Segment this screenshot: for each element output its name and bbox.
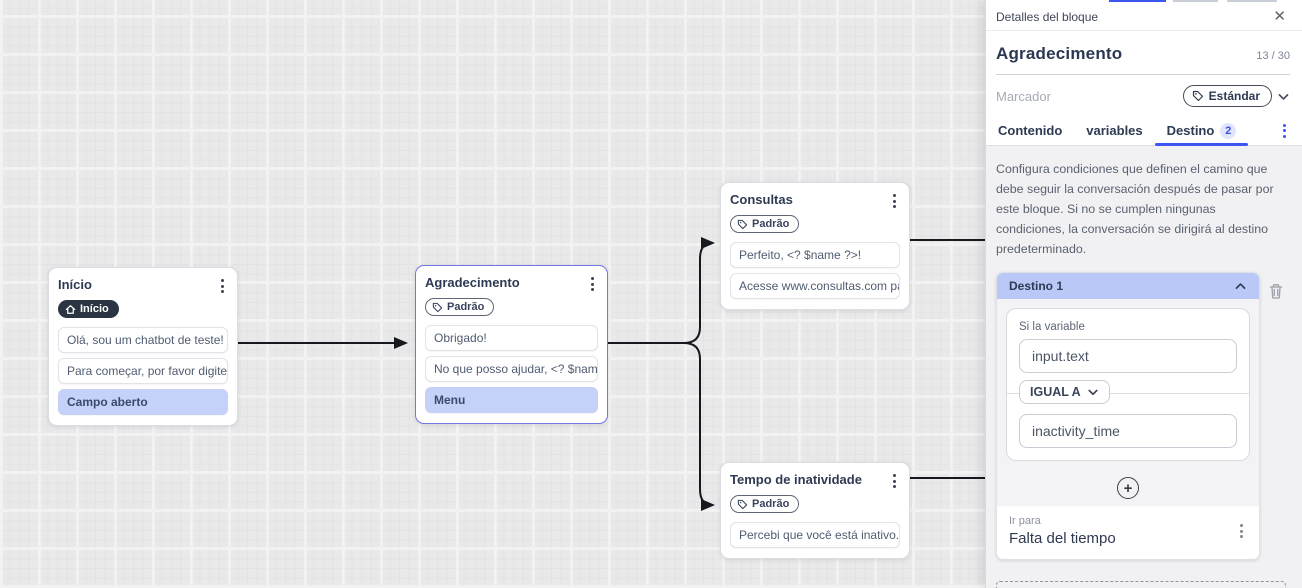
block-name-input[interactable]: Agradecimento <box>996 44 1123 63</box>
chevron-down-icon <box>1088 389 1098 396</box>
destination-1-header[interactable]: Destino 1 <box>997 273 1259 299</box>
node-message[interactable]: Perfeito, <? $name ?>! <box>730 241 900 268</box>
node-message[interactable]: No que posso ajudar, <? $name ... <box>425 355 598 382</box>
tag-icon <box>737 219 748 229</box>
node-message[interactable]: Para começar, por favor digite o ... <box>58 357 228 384</box>
plus-icon: + <box>1123 479 1133 497</box>
node-menu-icon[interactable] <box>889 472 900 490</box>
chevron-down-icon[interactable] <box>1277 90 1290 103</box>
panel-header: Detalles del bloque ✕ <box>986 3 1302 31</box>
node-title: Tempo de inatividade <box>730 472 862 487</box>
tag-icon <box>1192 90 1203 102</box>
destino-count-badge: 2 <box>1220 122 1237 139</box>
badge-label: Padrão <box>447 301 485 313</box>
node-message[interactable]: Olá, sou um chatbot de teste! <box>58 326 228 353</box>
marker-value: Estándar <box>1208 89 1260 103</box>
block-details-panel: Detalles del bloque ✕ Agradecimento 13 /… <box>985 0 1302 588</box>
operator-value: IGUAL A <box>1030 385 1081 399</box>
go-to-section: Ir para Falta del tiempo <box>997 506 1259 559</box>
tab-contenido[interactable]: Contenido <box>998 123 1063 138</box>
destino-tab-content: Configura condiciones que definen el cam… <box>986 146 1302 588</box>
condition-card: Si la variable IGUAL A <box>1006 308 1250 461</box>
flow-node-inicio[interactable]: Início Início Olá, sou um chatbot de tes… <box>48 267 238 426</box>
marker-field[interactable]: Marcador <box>996 88 1051 104</box>
tab-remnant <box>1227 0 1277 2</box>
go-to-value[interactable]: Falta del tiempo <box>1009 530 1116 547</box>
inicio-badge: Início <box>58 300 119 318</box>
node-input-open-field[interactable]: Campo aberto <box>58 388 228 415</box>
tag-icon <box>432 302 443 312</box>
tag-icon <box>737 499 748 509</box>
edge-agradecimento-consultas <box>608 237 715 344</box>
tab-destino[interactable]: Destino 2 <box>1154 116 1249 146</box>
flow-node-tempo-inatividade[interactable]: Tempo de inatividade Padrão Percebi que … <box>720 462 910 559</box>
padrao-badge: Padrão <box>730 215 800 233</box>
node-menu-icon[interactable] <box>217 277 228 295</box>
destination-1-card: Destino 1 Si la variable IGUAL A <box>996 272 1260 560</box>
close-icon[interactable]: ✕ <box>1273 8 1286 25</box>
badge-label: Padrão <box>752 218 790 230</box>
go-to-menu-icon[interactable] <box>1236 522 1247 540</box>
node-message[interactable]: Percebi que você está inativo. C... <box>730 521 900 548</box>
node-title: Consultas <box>730 192 793 207</box>
flow-node-agradecimento[interactable]: Agradecimento Padrão Obrigado! No que po… <box>415 265 608 424</box>
node-title: Início <box>58 277 92 292</box>
badge-label: Padrão <box>752 498 790 510</box>
char-counter: 13 / 30 <box>1256 50 1290 62</box>
operator-select[interactable]: IGUAL A <box>1019 380 1110 404</box>
trash-icon[interactable] <box>1268 283 1284 300</box>
edge-agradecimento-tempo <box>683 342 715 511</box>
panel-title: Detalles del bloque <box>996 9 1099 24</box>
padrao-badge: Padrão <box>425 298 495 316</box>
standard-marker-pill[interactable]: Estándar <box>1182 85 1272 107</box>
add-condition-button[interactable]: + <box>1117 477 1139 499</box>
compare-value-input[interactable] <box>1019 414 1237 448</box>
chevron-up-icon[interactable] <box>1234 280 1247 293</box>
marker-row: Marcador Estándar <box>996 85 1290 107</box>
tab-variables[interactable]: variables <box>1086 123 1143 138</box>
node-title: Agradecimento <box>425 275 520 290</box>
flow-canvas[interactable]: Início Início Olá, sou um chatbot de tes… <box>0 0 985 588</box>
badge-label: Início <box>80 303 109 315</box>
go-to-label: Ir para <box>1009 515 1041 527</box>
add-destination-button[interactable]: Agregar destino <box>996 581 1286 588</box>
padrao-badge: Padrão <box>730 495 800 513</box>
condition-label: Si la variable <box>1019 321 1085 333</box>
node-input-menu[interactable]: Menu <box>425 386 598 413</box>
active-tab-remnant <box>1109 0 1166 2</box>
node-message[interactable]: Acesse www.consultas.com par... <box>730 272 900 299</box>
node-menu-icon[interactable] <box>889 192 900 210</box>
node-message[interactable]: Obrigado! <box>425 324 598 351</box>
tab-remnant <box>1173 0 1218 2</box>
variable-input[interactable] <box>1019 339 1237 373</box>
panel-top-tab-remnant <box>986 0 1302 3</box>
flow-node-consultas[interactable]: Consultas Padrão Perfeito, <? $name ?>! … <box>720 182 910 310</box>
destination-title: Destino 1 <box>1009 279 1064 293</box>
home-icon <box>65 304 76 314</box>
block-name-row: Agradecimento 13 / 30 <box>996 44 1290 75</box>
panel-tabs: Contenido variables Destino 2 <box>986 116 1302 146</box>
node-menu-icon[interactable] <box>587 275 598 293</box>
tab-overflow-menu-icon[interactable] <box>1279 122 1290 140</box>
destino-description: Configura condiciones que definen el cam… <box>996 162 1274 256</box>
